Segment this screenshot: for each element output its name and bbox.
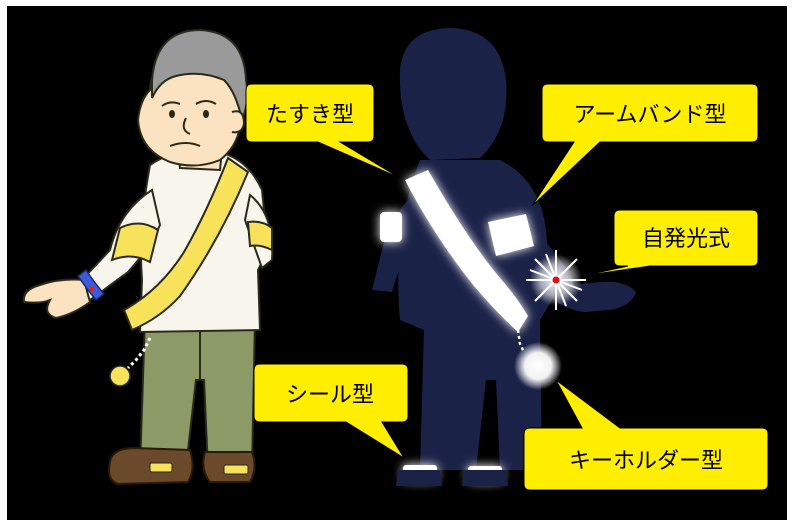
sash <box>122 156 250 332</box>
silhouette-head <box>399 28 507 160</box>
callout-self-luminous: 自発光式 <box>581 209 759 277</box>
callout-tasuki: たすき型 <box>245 83 401 179</box>
callout-keyholder: キーホルダー型 <box>523 379 769 491</box>
callout-armband-label: アームバンド型 <box>573 103 726 128</box>
man-figure <box>22 28 274 486</box>
callout-sticker: シール型 <box>253 363 409 459</box>
callout-self-luminous-label: 自発光式 <box>642 227 730 252</box>
glow-keyholder-ball <box>514 342 562 390</box>
armband-left <box>110 222 160 264</box>
glow-armband-left <box>380 212 402 242</box>
callout-keyholder-label: キーホルダー型 <box>569 449 723 474</box>
trousers <box>138 317 257 471</box>
armband-right <box>246 220 273 252</box>
callout-armband: アームバンド型 <box>531 83 759 207</box>
keyholder-ball <box>109 365 131 387</box>
left-hand <box>22 278 92 320</box>
self-luminous-light <box>526 250 586 310</box>
silhouette-figure <box>372 28 636 486</box>
callout-sticker-label: シール型 <box>286 383 374 408</box>
glow-armband-right <box>488 214 534 256</box>
glow-sash <box>405 170 528 332</box>
shoe-sticker-right <box>223 464 249 475</box>
silhouette-arm <box>510 220 636 312</box>
wristband <box>76 268 106 302</box>
shoe-sticker-left <box>149 462 173 473</box>
callout-tasuki-label: たすき型 <box>266 103 354 128</box>
